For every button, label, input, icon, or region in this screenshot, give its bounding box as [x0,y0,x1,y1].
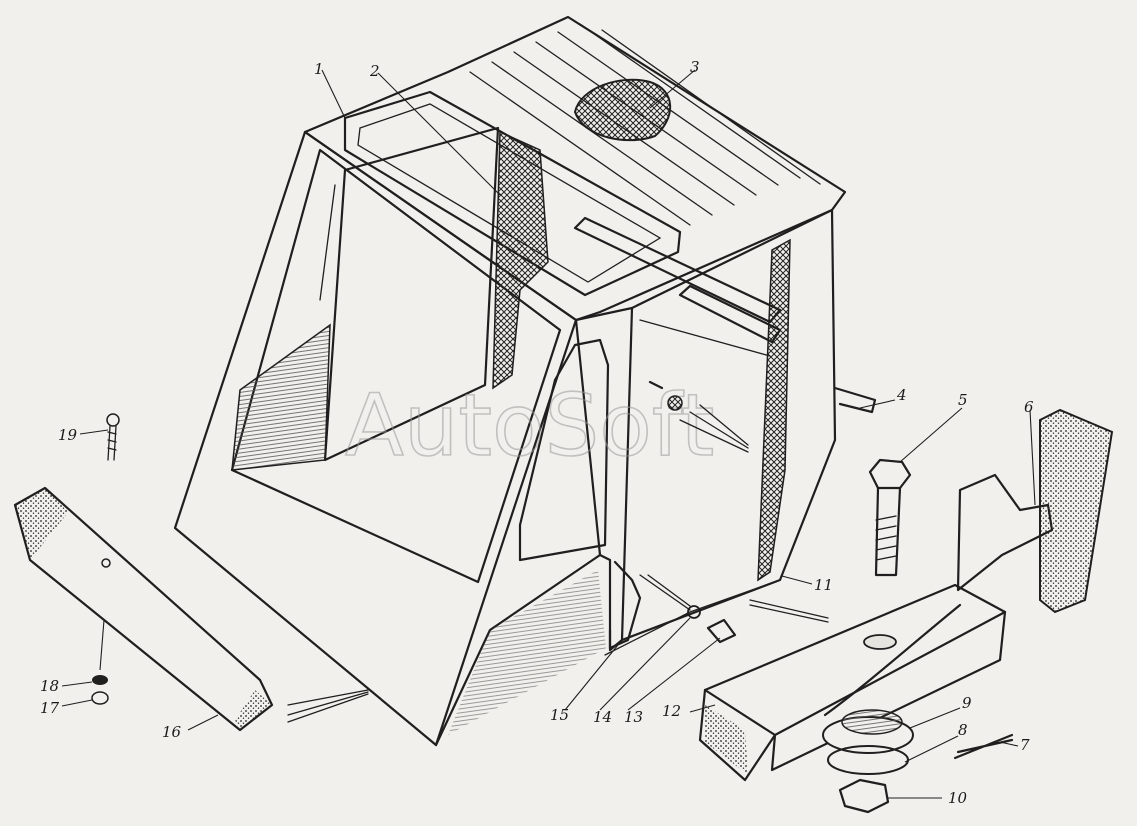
door-seal-strip [757,238,791,582]
side-window [518,338,610,562]
callout-16: 16 [162,723,182,741]
callout-5: 5 [958,391,968,409]
side-wall [620,208,837,642]
cross-beam-upper [573,216,782,324]
rear-stub [833,386,877,414]
roof-hatch-cover [573,78,672,142]
hex-bolt [868,458,912,577]
assembly-rays [287,404,829,723]
windshield-opening [230,148,562,584]
upright-bracket [956,473,1054,592]
callout-14: 14 [593,708,612,726]
callout-4: 4 [896,386,907,404]
callout-6: 6 [1024,398,1034,416]
watermark: AutoSoft [345,376,714,476]
cross-beam-lower [678,284,782,344]
castle-nut [838,778,890,814]
sunroof-frame [343,90,682,297]
callout-18: 18 [40,677,59,695]
lower-shading [448,570,606,735]
callout-13: 13 [624,708,643,726]
callout-11: 11 [814,576,833,594]
callout-8: 8 [958,721,968,739]
callout-1: 1 [314,60,324,78]
callout-9: 9 [962,694,972,712]
cotter-pin [953,733,1014,760]
callout-labels: 1 2 3 4 5 6 7 8 9 10 11 12 13 14 15 16 1… [40,58,1034,807]
callout-10: 10 [948,789,968,807]
callout-19: 19 [58,426,78,444]
cushion-post [1039,408,1114,614]
rear-seal-strip [492,130,549,390]
bolt-hole [863,634,897,650]
screw-assembly [91,413,120,705]
leader-lines [61,69,1036,799]
dash-shading [231,323,331,471]
bottom-support [698,473,1054,782]
foam-bar [13,486,274,732]
door-hinge [608,560,642,650]
foam-bar-stipple [15,488,70,560]
callout-17: 17 [40,699,60,717]
callout-12: 12 [662,702,681,720]
callout-15: 15 [550,706,569,724]
callout-3: 3 [690,58,700,76]
callout-7: 7 [1020,736,1030,754]
callout-2: 2 [369,62,380,80]
support-stipple [705,705,748,775]
